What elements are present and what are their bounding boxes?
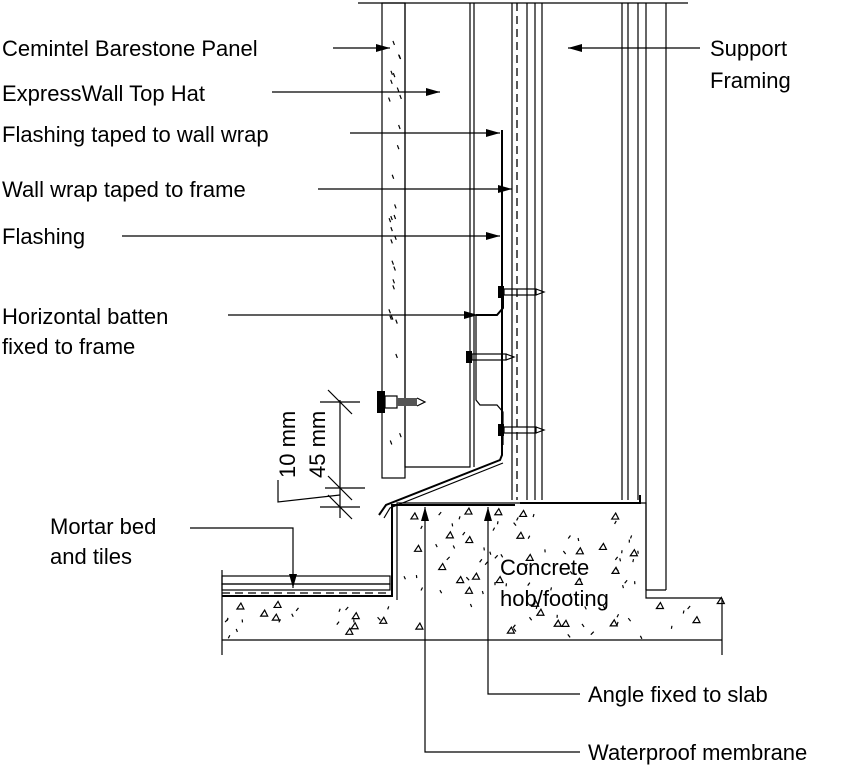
leader-membrane: [421, 507, 580, 753]
barestone-panel: [381, 2, 406, 479]
horizontal-batten: [475, 292, 504, 445]
batten-screws: [466, 286, 546, 436]
support-framing: [511, 3, 667, 591]
label-flashing-taped: Flashing taped to wall wrap: [2, 122, 269, 147]
label-batten-1: Horizontal batten: [2, 304, 168, 329]
leader-angle: [484, 507, 580, 695]
dimension-gap-label: 10 mm: [275, 411, 300, 478]
label-wall-wrap: Wall wrap taped to frame: [2, 177, 246, 202]
top-hat: [404, 3, 475, 468]
label-angle: Angle fixed to slab: [588, 682, 768, 707]
label-mortar-1: Mortar bed: [50, 514, 156, 539]
label-top-hat: ExpressWall Top Hat: [2, 81, 205, 106]
mortar-bed-and-tiles: [221, 575, 391, 594]
label-flashing: Flashing: [2, 224, 85, 249]
label-concrete-1: Concrete: [500, 555, 589, 580]
dimension-overlap-label: 45 mm: [305, 411, 330, 478]
label-membrane: Waterproof membrane: [588, 740, 807, 765]
flashing: [378, 130, 504, 519]
label-concrete-2: hob/footing: [500, 586, 609, 611]
label-batten-2: fixed to frame: [2, 334, 135, 359]
label-panel: Cemintel Barestone Panel: [2, 36, 258, 61]
label-support-2: Framing: [710, 68, 791, 93]
concrete-hob-footing: [221, 502, 726, 655]
label-support-1: Support: [710, 36, 787, 61]
dimension-lines: 10 mm 45 mm: [275, 389, 365, 520]
label-mortar-2: and tiles: [50, 544, 132, 569]
leader-mortar: [190, 527, 297, 588]
panel-screw: [377, 391, 427, 413]
